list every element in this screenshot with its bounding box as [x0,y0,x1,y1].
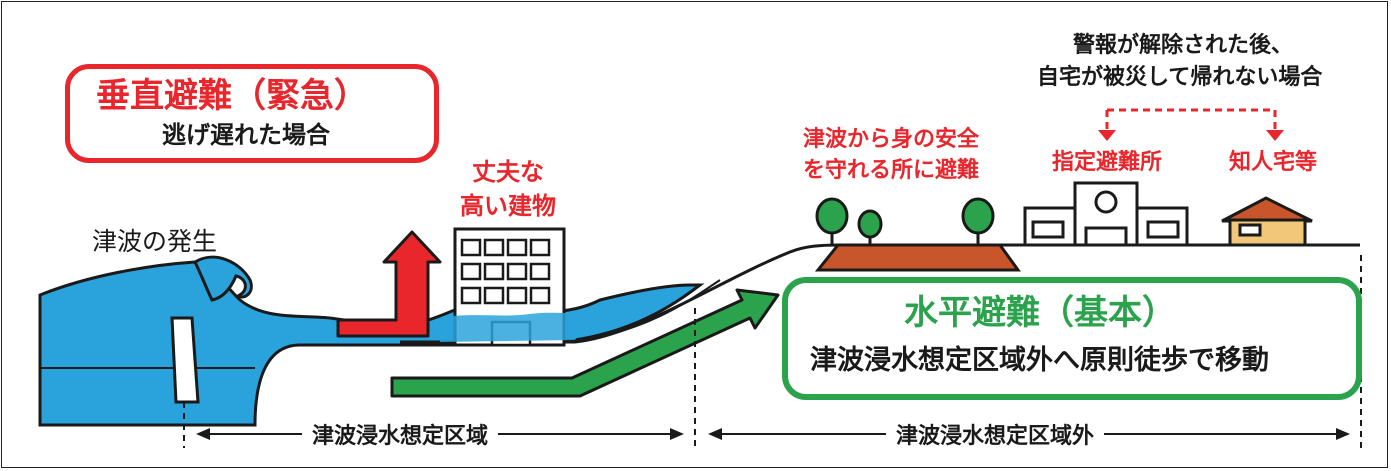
tsunami-wave [193,255,253,302]
trees [815,197,995,245]
flood-water [440,306,600,342]
horizontal-evacuation-arrow [390,288,780,398]
seawall [170,316,200,404]
vertical-evacuation-arrow [336,230,442,338]
vertical-evacuation-title: 垂直避難（緊急） [96,76,368,116]
note-label-line2: 自宅が被災して帰れない場合 [1037,65,1323,90]
building-label-line1: 丈夫な [472,158,544,186]
inside-zone-label: 津波浸水想定区域 [302,418,499,450]
safe-ground [814,243,1021,272]
safe-place-label-line1: 津波から身の安全 [803,127,980,152]
building-label-line2: 高い建物 [460,192,556,220]
shelter-building [1023,181,1189,247]
horizontal-evacuation-subtitle: 津波浸水想定区域外へ原則徒歩で移動 [810,345,1269,376]
boundary-lines [183,255,1362,448]
friend-house [1221,196,1313,247]
safe-place-label-line2: を守れる所に避難 [803,158,980,183]
sea [38,260,705,427]
outside-zone-label: 津波浸水想定区域外 [886,418,1105,450]
vertical-evacuation-box [65,64,439,163]
horizontal-evacuation-box [782,277,1362,400]
shelter-bracket [1098,108,1284,141]
horizontal-evacuation-title: 水平避難（基本） [904,293,1176,333]
vertical-evacuation-subtitle: 逃げ遅れた場合 [162,121,330,149]
note-label-line1: 警報が解除された後、 [1073,33,1294,58]
shore-line [574,279,721,343]
shelter-label: 指定避難所 [1052,150,1163,175]
friend-house-label: 知人宅等 [1229,150,1318,175]
tsunami-label: 津波の発生 [92,227,218,256]
